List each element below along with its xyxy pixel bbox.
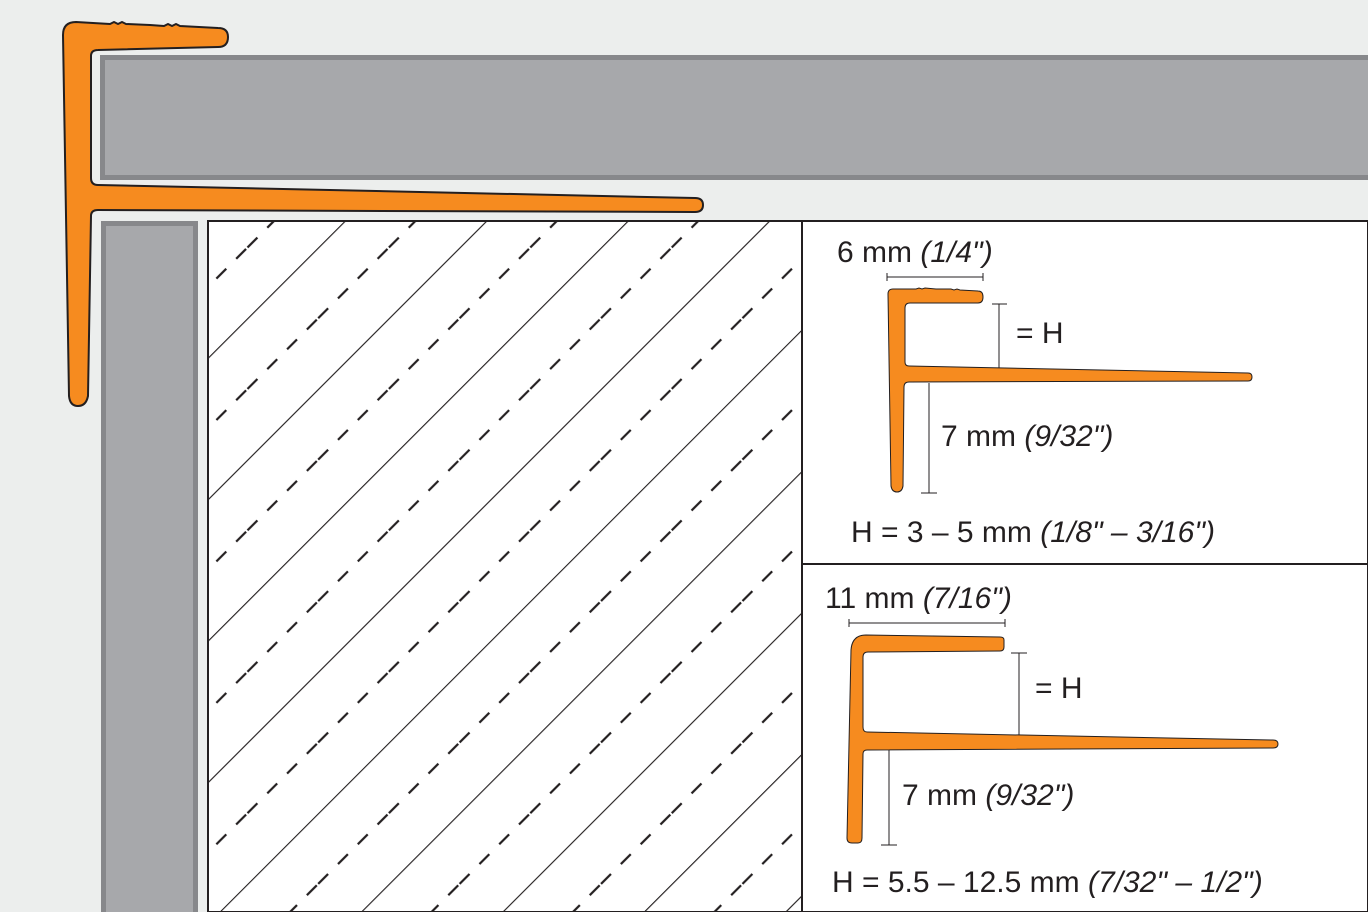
- small-height-equals-label: = H: [1016, 317, 1064, 350]
- large-height-range-label: H = 5.5 – 12.5 mm (7/32" – 1/2"): [832, 866, 1263, 899]
- small-leg-label: 7 mm (9/32"): [941, 420, 1113, 453]
- small-width-label: 6 mm (1/4"): [837, 236, 993, 269]
- large-profile-drawing: [846, 619, 1279, 846]
- large-leg-label: 7 mm (9/32"): [902, 779, 1074, 812]
- large-width-label: 11 mm (7/16"): [825, 582, 1012, 615]
- small-height-range-label: H = 3 – 5 mm (1/8" – 3/16"): [851, 516, 1215, 549]
- main-profile: [62, 21, 704, 407]
- substrate-hatch: [207, 220, 803, 912]
- top-tile: [100, 55, 1368, 180]
- side-tile: [101, 221, 198, 912]
- small-profile-drawing: [886, 273, 1253, 494]
- detail-panels: [801, 220, 1368, 912]
- large-height-equals-label: = H: [1035, 672, 1083, 705]
